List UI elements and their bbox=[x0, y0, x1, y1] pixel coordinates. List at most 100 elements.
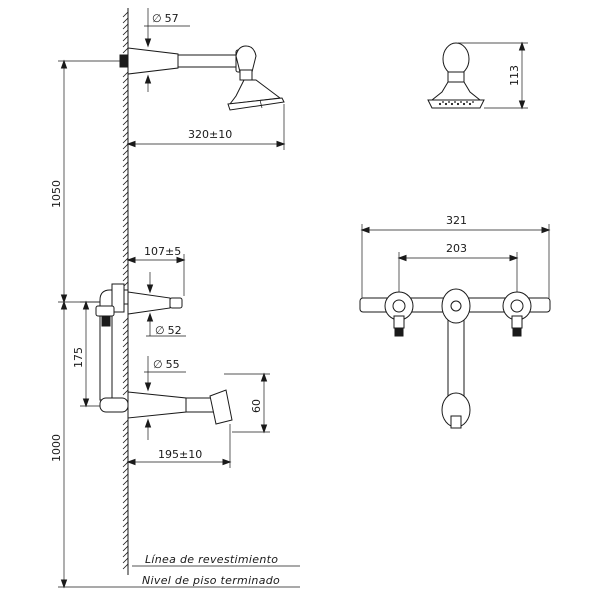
wall-hatch-line bbox=[122, 95, 129, 102]
spout-diameter-label: ∅55 bbox=[153, 358, 180, 371]
wall-hatch-line bbox=[122, 371, 129, 378]
wall-hatch-line bbox=[122, 539, 129, 546]
wall-hatch-line bbox=[122, 263, 129, 270]
valve-handle-side-view bbox=[127, 291, 183, 315]
wall-hatch-line bbox=[122, 275, 129, 282]
wall-hatch-line bbox=[122, 443, 129, 450]
wall-hatch-line bbox=[122, 419, 129, 426]
wall-hatch-line bbox=[122, 551, 129, 558]
dim-spout-base-height: 1000 bbox=[50, 300, 300, 589]
wall-hatch-line bbox=[122, 89, 129, 96]
wall-hatch-line bbox=[122, 71, 129, 78]
wall-hatch-line bbox=[122, 449, 129, 456]
valve-spacing-label: 175 bbox=[72, 347, 85, 368]
wall-hatch-line bbox=[122, 167, 129, 174]
overall-width-label: 321 bbox=[446, 214, 467, 227]
wall-hatch-line bbox=[122, 431, 129, 438]
wall-hatch-line bbox=[122, 221, 129, 228]
wall-hatch-line bbox=[122, 473, 129, 480]
wall-hatch-line bbox=[122, 425, 129, 432]
wall-hatch-line bbox=[122, 227, 129, 234]
floor-level: Nivel de piso terminado bbox=[142, 574, 280, 587]
wall-hatch-line bbox=[122, 467, 129, 474]
wall-hatch-line bbox=[122, 41, 129, 48]
wall-hatch-line bbox=[122, 527, 129, 534]
dim-overall-width: 321 bbox=[360, 214, 551, 298]
wall-hatch-line bbox=[122, 155, 129, 162]
wall-hatch-line bbox=[122, 497, 129, 504]
wall-hatch-line bbox=[122, 119, 129, 126]
dim-arm-length: 320±10 bbox=[126, 104, 286, 150]
wall-hatch-line bbox=[122, 377, 129, 384]
wall-hatch-line bbox=[122, 329, 129, 336]
dim-shower-height: 1050 bbox=[50, 59, 120, 304]
wall-hatch-line bbox=[122, 335, 129, 342]
spout-side-view bbox=[127, 389, 233, 425]
wall-hatch-line bbox=[122, 185, 129, 192]
wall-hatch-line bbox=[122, 353, 129, 360]
shower-height-label: 1050 bbox=[50, 180, 63, 208]
wall-hatch-line bbox=[122, 437, 129, 444]
wall-hatch-line bbox=[122, 365, 129, 372]
wall-hatch-line bbox=[122, 35, 129, 42]
wall-hatch-line bbox=[122, 203, 129, 210]
wall-hatch-line bbox=[122, 47, 129, 54]
wall-hatch-line bbox=[122, 245, 129, 252]
wall-hatch-line bbox=[122, 239, 129, 246]
wall-hatch-line bbox=[122, 389, 129, 396]
dim-center-width: 203 bbox=[397, 242, 519, 292]
valve-depth-label: 107±5 bbox=[144, 245, 181, 258]
dim-arm-diameter: ∅57 bbox=[144, 8, 190, 92]
wall-hatch-line bbox=[122, 515, 129, 522]
wall-hatch-line bbox=[122, 323, 129, 330]
shower-arm-side-view bbox=[119, 47, 245, 75]
wall-hatch-line bbox=[122, 137, 129, 144]
wall-hatch-line bbox=[122, 197, 129, 204]
wall-hatch-line bbox=[122, 131, 129, 138]
spout-length-label: 195±10 bbox=[158, 448, 202, 461]
wall-hatch-line bbox=[122, 491, 129, 498]
wall-hatch-line bbox=[122, 125, 129, 132]
wall-hatch-line bbox=[122, 17, 129, 24]
wall-hatch-line bbox=[122, 23, 129, 30]
wall-hatch-line bbox=[122, 521, 129, 528]
wall-hatch-line bbox=[122, 485, 129, 492]
arm-diameter-label: ∅57 bbox=[152, 12, 179, 25]
floor-level-label: Nivel de piso terminado bbox=[142, 574, 280, 587]
shower-head-side-view bbox=[227, 45, 285, 111]
mixer-body-side-view bbox=[95, 283, 129, 413]
wall-hatch-line bbox=[122, 191, 129, 198]
wall-hatch-line bbox=[122, 257, 129, 264]
mixer-front-view bbox=[359, 288, 551, 429]
wall-hatch-line bbox=[122, 347, 129, 354]
spout-height-label: 60 bbox=[250, 399, 263, 413]
wall-hatch-line bbox=[122, 77, 129, 84]
wall-hatch-line bbox=[122, 143, 129, 150]
wall-hatch-line bbox=[122, 461, 129, 468]
wall-hatch-line bbox=[122, 341, 129, 348]
wall-hatch-line bbox=[122, 479, 129, 486]
wall-hatch-line bbox=[122, 545, 129, 552]
dim-spout-diameter: ∅55 bbox=[144, 356, 186, 440]
wall-hatch-line bbox=[122, 179, 129, 186]
shower-head-front-view bbox=[427, 42, 485, 109]
wall-hatch-line bbox=[122, 215, 129, 222]
wall-hatch-line bbox=[122, 101, 129, 108]
finish-line: Línea de revestimiento bbox=[132, 553, 300, 567]
wall-hatch bbox=[122, 11, 129, 570]
valve-diameter-label: ∅52 bbox=[155, 324, 182, 337]
wall-hatch-line bbox=[122, 533, 129, 540]
head-height-label: 113 bbox=[508, 65, 521, 86]
center-width-label: 203 bbox=[446, 242, 467, 255]
wall-hatch-line bbox=[122, 161, 129, 168]
dim-spout-length: 195±10 bbox=[126, 424, 232, 468]
wall-hatch-line bbox=[122, 173, 129, 180]
wall-hatch-line bbox=[122, 455, 129, 462]
wall-hatch-line bbox=[122, 503, 129, 510]
wall-hatch-line bbox=[122, 317, 129, 324]
dim-head-height: 113 bbox=[458, 41, 528, 110]
wall-hatch-line bbox=[122, 233, 129, 240]
wall-hatch-line bbox=[122, 29, 129, 36]
dim-valve-spacing: 175 bbox=[72, 300, 100, 408]
